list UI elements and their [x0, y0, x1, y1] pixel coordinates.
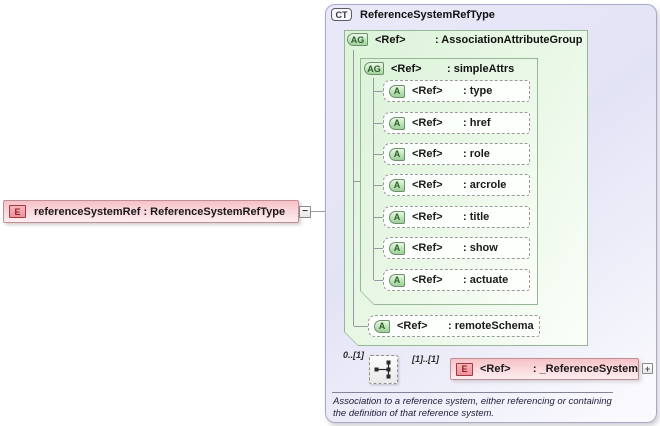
- complextype-badge: CT: [331, 8, 352, 21]
- attribute-arcrole[interactable]: A <Ref> : arcrole: [383, 174, 530, 196]
- cardinality-left: 0..[1]: [342, 350, 364, 360]
- attribute-role[interactable]: A <Ref> : role: [383, 143, 530, 165]
- cardinality-right: [1]..[1]: [412, 354, 439, 364]
- attribute-badge: A: [389, 210, 405, 224]
- element-badge: E: [9, 205, 26, 218]
- ref-label: <Ref>: [412, 274, 443, 286]
- attribute-title[interactable]: A <Ref> : title: [383, 206, 530, 228]
- connector-line: [374, 185, 383, 186]
- element-referencesystem[interactable]: E <Ref> : _ReferenceSystem: [450, 358, 639, 380]
- element-referenceSystemRef[interactable]: E referenceSystemRef : ReferenceSystemRe…: [3, 200, 299, 223]
- attribute-name: : title: [463, 211, 490, 223]
- ref-label: <Ref>: [412, 179, 443, 191]
- element-badge: E: [456, 362, 473, 376]
- attribute-name: : show: [463, 242, 498, 254]
- attribute-name: : href: [463, 117, 491, 129]
- branch-glyph: [374, 360, 391, 379]
- attribute-group-badge: AG: [347, 33, 368, 46]
- connector-rail: [373, 78, 374, 280]
- attribute-name: : arcrole: [463, 179, 507, 191]
- minus-glyph: −: [302, 206, 308, 217]
- attribute-badge: A: [374, 319, 390, 333]
- annotation-text: Association to a reference system, eithe…: [333, 396, 612, 420]
- attribute-name: : remoteSchema: [448, 320, 534, 332]
- connector-line: [374, 91, 383, 92]
- connector-line: [374, 248, 383, 249]
- ref-label: <Ref>: [412, 85, 443, 97]
- connector-line: [374, 280, 383, 281]
- element-name: : _ReferenceSystem: [532, 363, 638, 375]
- attribute-badge: A: [389, 241, 405, 255]
- ref-label: <Ref>: [391, 62, 422, 75]
- connector-line: [374, 154, 383, 155]
- ref-label: <Ref>: [412, 211, 443, 223]
- attribute-group-name: : AssociationAttributeGroup: [435, 33, 583, 46]
- element-label: referenceSystemRef : ReferenceSystemRefT…: [34, 205, 286, 218]
- ref-label: <Ref>: [397, 320, 428, 332]
- ref-label: <Ref>: [412, 148, 443, 160]
- attribute-badge: A: [389, 147, 405, 161]
- ref-label: <Ref>: [412, 117, 443, 129]
- attribute-name: : type: [463, 85, 493, 97]
- collapse-handle-icon[interactable]: −: [299, 206, 311, 218]
- connector-line: [354, 181, 360, 182]
- attribute-remoteschema[interactable]: A <Ref> : remoteSchema: [368, 315, 540, 337]
- simpleattrs-name: : simpleAttrs: [447, 62, 515, 75]
- attribute-show[interactable]: A <Ref> : show: [383, 237, 530, 259]
- plus-glyph: +: [644, 363, 651, 374]
- connector-rail: [353, 50, 354, 326]
- connector-line: [354, 326, 368, 327]
- attribute-badge: A: [389, 273, 405, 287]
- ref-label: <Ref>: [375, 33, 406, 46]
- connector-line: [374, 123, 383, 124]
- connector-line: [311, 211, 337, 212]
- complextype-header[interactable]: CT ReferenceSystemRefType: [331, 8, 495, 21]
- ref-label: <Ref>: [480, 363, 511, 375]
- expand-handle-icon[interactable]: +: [642, 363, 653, 374]
- attribute-badge: A: [389, 84, 405, 98]
- annotation-divider: [332, 392, 613, 393]
- model-group-icon[interactable]: [369, 355, 398, 384]
- attribute-badge: A: [389, 116, 405, 130]
- attribute-name: : role: [463, 148, 490, 160]
- attribute-group-badge: AG: [364, 62, 384, 75]
- attribute-badge: A: [389, 178, 405, 192]
- simpleattrs-header: AG <Ref> : simpleAttrs: [364, 62, 514, 75]
- complextype-title: ReferenceSystemRefType: [360, 8, 495, 21]
- connector-line: [374, 217, 383, 218]
- attribute-group-header: AG <Ref> : AssociationAttributeGroup: [347, 33, 582, 46]
- attribute-name: : actuate: [463, 274, 509, 286]
- ref-label: <Ref>: [412, 242, 443, 254]
- attribute-type[interactable]: A <Ref> : type: [383, 80, 530, 102]
- attribute-actuate[interactable]: A <Ref> : actuate: [383, 269, 530, 291]
- attribute-href[interactable]: A <Ref> : href: [383, 112, 530, 134]
